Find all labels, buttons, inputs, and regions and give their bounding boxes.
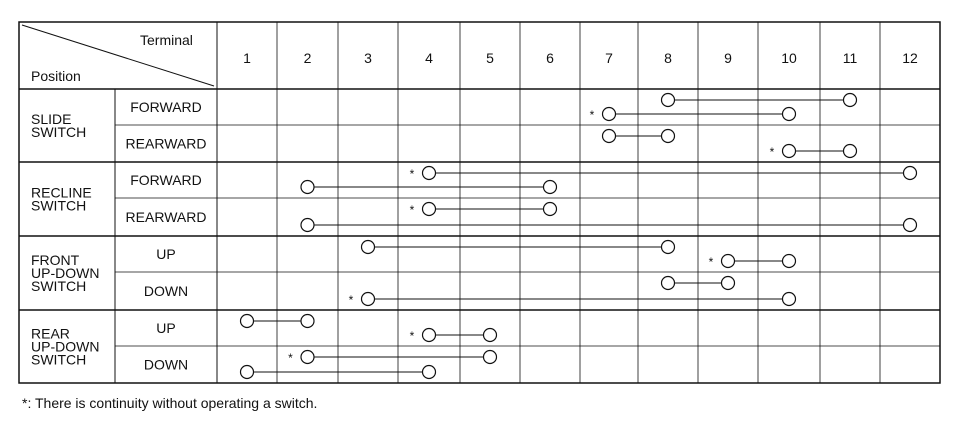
position-label: FORWARD bbox=[130, 99, 202, 115]
row-labels: SLIDESWITCHFORWARDREARWARDRECLINESWITCHF… bbox=[31, 99, 206, 373]
terminal-circle bbox=[239, 364, 255, 380]
terminal-number-10: 10 bbox=[781, 50, 797, 66]
position-label: REARWARD bbox=[126, 209, 207, 225]
position-label: UP bbox=[156, 246, 175, 262]
terminal-circle bbox=[542, 201, 558, 217]
terminal-circle bbox=[300, 217, 315, 233]
position-label: UP bbox=[156, 320, 175, 336]
header-diagonal bbox=[21, 24, 215, 87]
continuity-asterisk: * bbox=[410, 203, 415, 217]
terminal-number-4: 4 bbox=[425, 50, 433, 66]
position-header: Position bbox=[31, 68, 81, 84]
group-label: REAR bbox=[31, 326, 70, 342]
terminal-circle bbox=[660, 239, 676, 255]
terminal-circle bbox=[300, 349, 315, 365]
continuity-asterisk: * bbox=[709, 255, 714, 269]
terminal-circle bbox=[601, 106, 617, 122]
terminal-circle bbox=[842, 143, 858, 159]
continuity-asterisk: * bbox=[590, 108, 595, 122]
terminal-circle bbox=[720, 275, 736, 291]
table-grid bbox=[18, 21, 941, 384]
footnote: *: There is continuity without operating… bbox=[22, 395, 318, 411]
terminal-circle bbox=[902, 217, 918, 233]
terminal-number-6: 6 bbox=[546, 50, 554, 66]
terminal-number-5: 5 bbox=[486, 50, 494, 66]
terminal-circle bbox=[300, 313, 315, 329]
terminal-circle bbox=[781, 291, 797, 307]
terminal-circle bbox=[781, 253, 797, 269]
terminal-circle bbox=[842, 92, 858, 108]
position-label: FORWARD bbox=[130, 172, 202, 188]
terminal-circle bbox=[660, 275, 676, 291]
terminal-circle bbox=[300, 179, 315, 195]
terminal-circle bbox=[360, 291, 376, 307]
terminal-circle bbox=[902, 165, 918, 181]
connection-marks: * * * * * * * * bbox=[239, 92, 918, 380]
terminal-circle bbox=[660, 92, 676, 108]
group-label: SWITCH bbox=[31, 124, 86, 140]
terminal-circle bbox=[601, 128, 617, 144]
terminal-circle bbox=[421, 201, 437, 217]
group-label: SWITCH bbox=[31, 352, 86, 368]
terminal-number-7: 7 bbox=[605, 50, 613, 66]
terminal-number-8: 8 bbox=[664, 50, 672, 66]
terminal-number-2: 2 bbox=[304, 50, 312, 66]
terminal-circle bbox=[542, 179, 558, 195]
terminal-number-11: 11 bbox=[843, 50, 858, 66]
terminal-number-3: 3 bbox=[364, 50, 372, 66]
terminal-circle bbox=[239, 313, 255, 329]
terminal-circle bbox=[421, 165, 437, 181]
continuity-asterisk: * bbox=[349, 293, 354, 307]
terminal-circle bbox=[482, 327, 498, 343]
terminal-circle bbox=[360, 239, 376, 255]
group-label: RECLINE bbox=[31, 185, 92, 201]
continuity-asterisk: * bbox=[288, 351, 293, 365]
continuity-asterisk: * bbox=[410, 329, 415, 343]
position-label: REARWARD bbox=[126, 136, 207, 152]
terminal-circle bbox=[781, 106, 797, 122]
terminal-circle bbox=[482, 349, 498, 365]
group-label: SWITCH bbox=[31, 198, 86, 214]
group-label: UP-DOWN bbox=[31, 265, 99, 281]
terminal-number-1: 1 bbox=[243, 50, 251, 66]
group-label: FRONT bbox=[31, 252, 80, 268]
terminal-circle bbox=[421, 327, 437, 343]
continuity-asterisk: * bbox=[410, 167, 415, 181]
group-label: SWITCH bbox=[31, 278, 86, 294]
terminal-number-12: 12 bbox=[902, 50, 918, 66]
terminal-circle bbox=[720, 253, 736, 269]
table-border bbox=[18, 21, 941, 384]
group-label: UP-DOWN bbox=[31, 339, 99, 355]
terminal-circle bbox=[660, 128, 676, 144]
continuity-asterisk: * bbox=[770, 145, 775, 159]
group-label: SLIDE bbox=[31, 111, 71, 127]
terminal-circle bbox=[421, 364, 437, 380]
position-label: DOWN bbox=[144, 283, 188, 299]
terminal-circle bbox=[781, 143, 797, 159]
terminal-number-9: 9 bbox=[724, 50, 732, 66]
position-label: DOWN bbox=[144, 357, 188, 373]
terminal-header: Terminal bbox=[140, 32, 193, 48]
